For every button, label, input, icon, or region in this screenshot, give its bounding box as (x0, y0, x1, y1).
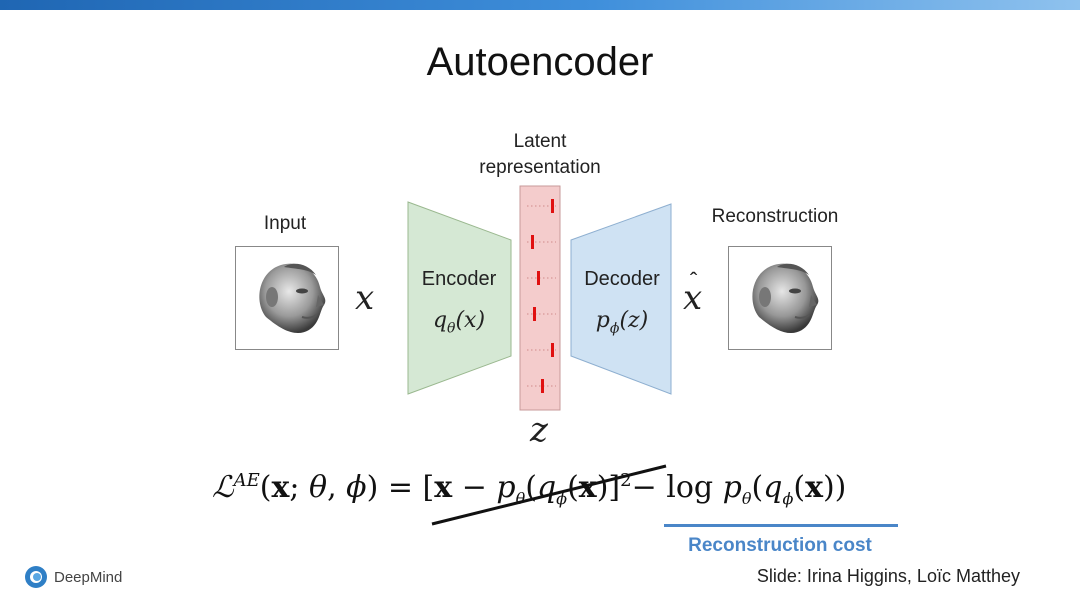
latent-label: Latent representation (440, 129, 640, 181)
reconstruction-label: Reconstruction (711, 206, 839, 227)
decoder-title: Decoder (584, 268, 660, 290)
latent-units (527, 199, 556, 393)
input-variable-x: x (355, 278, 375, 318)
loss-superscript: AE (233, 470, 260, 491)
deepmind-logo-icon (25, 566, 47, 588)
latent-unit-marker (551, 343, 554, 357)
face-icon (259, 263, 326, 333)
latent-unit-marker (533, 307, 536, 321)
loss-symbol: ℒ (212, 470, 234, 505)
reconstruction-cost-underline (664, 524, 898, 527)
latent-variable-z: z (530, 410, 548, 450)
encoder-formula: qθ(x) (432, 308, 486, 337)
loss-x: x (271, 470, 290, 505)
reconstruction-face-image (728, 246, 832, 350)
latent-unit-marker (531, 235, 534, 249)
slide-title: Autoencoder (426, 40, 654, 84)
latent-unit-marker (537, 271, 540, 285)
slide-credit: Slide: Irina Higgins, Loïc Matthey (756, 566, 1020, 586)
face-icon (752, 263, 819, 333)
deepmind-logo: DeepMind (24, 565, 122, 589)
loss-theta: θ (299, 470, 328, 505)
latent-label-line2: representation (479, 157, 601, 178)
input-label: Input (263, 213, 307, 234)
hat-accent: ˆ (690, 268, 698, 293)
top-accent-bar (0, 0, 1080, 10)
loss-kept-term: − log pθ(qϕ(x)) (631, 470, 847, 508)
latent-unit-marker (551, 199, 554, 213)
latent-vector (519, 185, 561, 411)
encoder-title: Encoder (421, 268, 497, 290)
encoder-block (407, 201, 512, 395)
output-variable-x-hat: x (683, 278, 703, 318)
strikethrough-line (431, 464, 667, 526)
decoder-formula: pϕ(z) (595, 308, 649, 337)
loss-phi: ϕ (336, 470, 367, 505)
latent-unit-marker (541, 379, 544, 393)
decoder-block (570, 203, 672, 395)
deepmind-logo-text: DeepMind (54, 568, 123, 586)
input-face-image (235, 246, 339, 350)
latent-label-line1: Latent (513, 131, 567, 152)
reconstruction-cost-label: Reconstruction cost (688, 535, 872, 556)
